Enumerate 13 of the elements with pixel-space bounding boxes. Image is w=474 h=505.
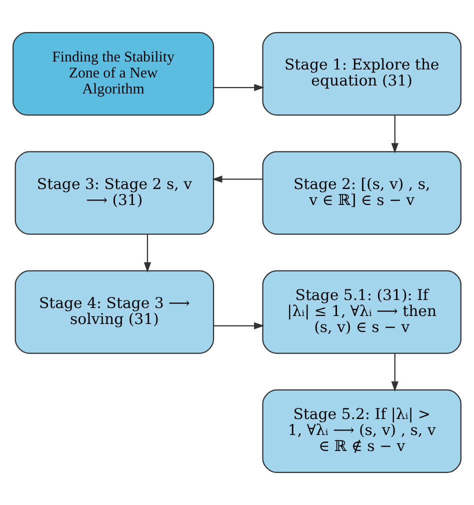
node-box: Stage 2: [(s, v) , s, v ∈ ℝ] ∈ s − v	[262, 151, 462, 235]
arrow	[214, 84, 264, 92]
arrow	[391, 353, 398, 392]
node-box: Stage 4: Stage 3 ⟶ solving (31)	[14, 270, 214, 354]
arrow	[391, 115, 398, 154]
node-box: Stage 5.2: If |λᵢ| > 1, ∀λᵢ ⟶ (s, v) , s, v ∈ ℝ ∉ s − v	[262, 389, 462, 473]
node-box: Stage 1: Explore the equation (31)	[262, 32, 462, 116]
arrow	[214, 322, 264, 330]
node-box: Finding the Stability Zone of a New Algorithm	[12, 32, 214, 116]
arrow	[212, 176, 263, 183]
node-box: Stage 3: Stage 2 s, v ⟶ (31)	[14, 151, 214, 235]
arrow	[144, 234, 152, 273]
node-box: Stage 5.1: (31): If |λᵢ| ≤ 1, ∀λᵢ ⟶ then (s, v) ∈ s − v	[262, 270, 462, 354]
